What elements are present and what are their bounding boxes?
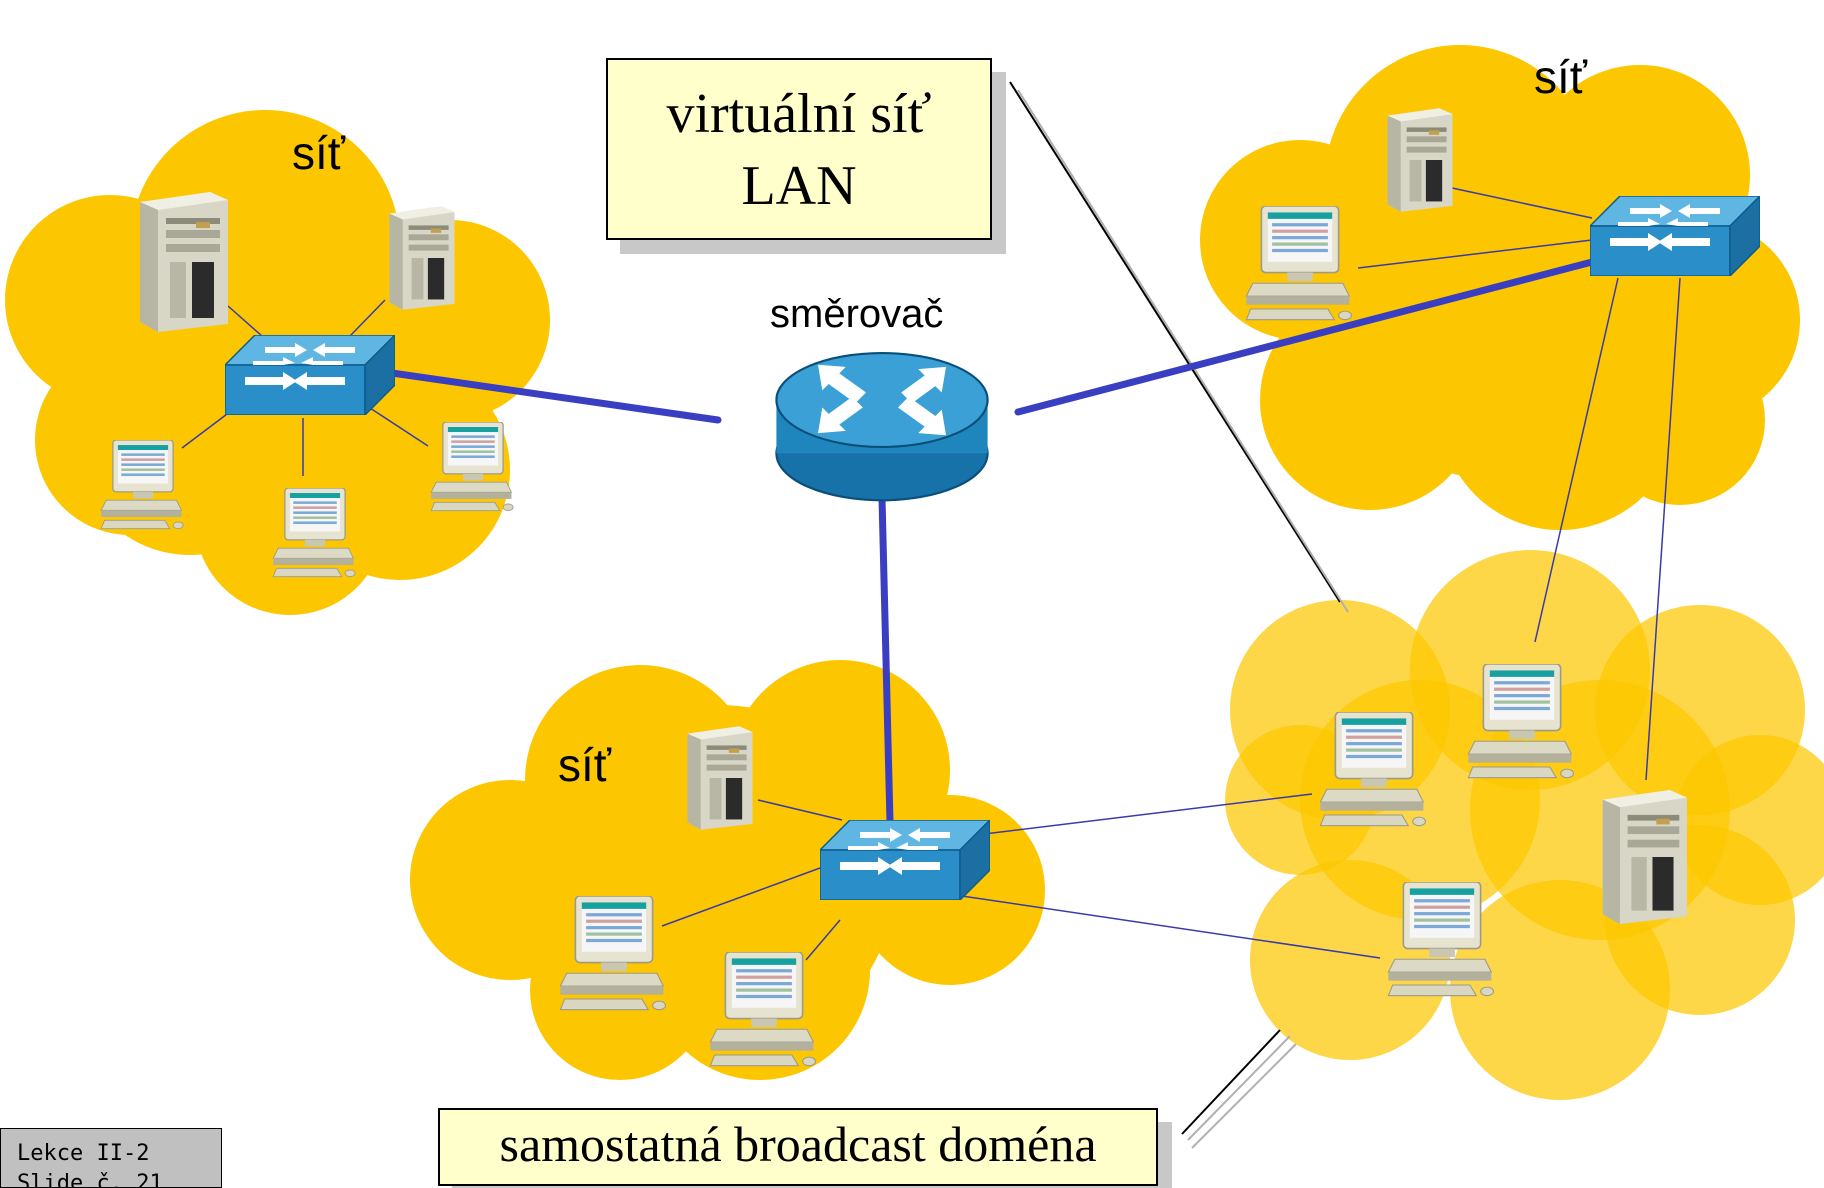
broadcast-domain-callout: samostatná broadcast doména [438,1108,1158,1186]
server-tower-icon [140,192,228,332]
thin-links-top-right [1357,187,1681,781]
callout-pointer-lines [1009,81,1341,1135]
server-tower-icon [1387,108,1453,212]
switch-icon [1590,196,1760,276]
cloud-label-top-right: síť [1534,51,1588,103]
server-tower-icon [687,726,753,830]
workstation-icon [100,440,184,530]
cloud-label-bottom: síť [558,739,612,791]
trunk-links [381,258,1596,826]
switch-icon [820,820,990,900]
cloud-broadcast-domain [1225,550,1824,1100]
footer-line2: Slide č. 21 [17,1171,163,1188]
router-icon [775,352,989,502]
server-tower-icon [389,206,455,310]
workstation-icon [709,952,817,1067]
broadcast-domain-text: samostatná broadcast doména [499,1116,1097,1172]
workstation-icon [430,422,514,512]
virtual-lan-line1: virtuální síť [666,83,932,145]
virtual-lan-callout: virtuální síť LAN [606,58,992,240]
cloud-label-top-left: síť [292,127,346,179]
workstation-icon [1319,712,1427,827]
server-tower-icon [1602,790,1687,924]
thin-links-bottom [661,793,1381,961]
switch-icon [225,335,395,415]
footer-line1: Lekce II-2 [17,1141,150,1166]
workstation-icon [272,488,356,578]
workstation-icon [1467,664,1575,779]
workstation-icon [559,896,667,1011]
virtual-lan-line2: LAN [741,155,857,217]
workstation-icon [1387,882,1495,997]
slide-footer-badge: Lekce II-2 Slide č. 21 [0,1128,222,1188]
callout-pointer-shadow [1017,89,1349,1149]
router-label: směrovač [770,292,944,336]
workstation-icon [1245,206,1353,321]
